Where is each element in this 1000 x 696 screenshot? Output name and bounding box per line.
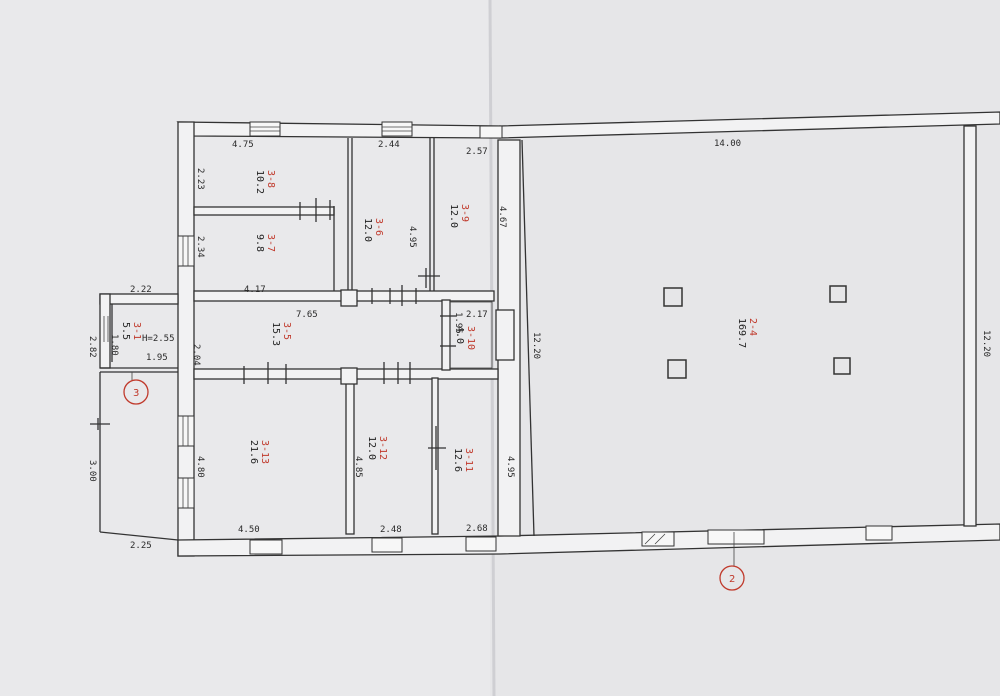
room-3-9: 3-9 12.0 [448,204,470,228]
svg-text:3-1: 3-1 [131,322,142,340]
wall-3-8-3-7 [193,206,335,216]
dim-left-b: 2.34 [195,236,205,258]
room-3-10: 3-10 4.0 [454,326,476,350]
svg-text:3-12: 3-12 [377,436,388,460]
dim-v-4-85: 4.85 [353,456,363,478]
svg-text:12.0: 12.0 [362,218,373,242]
dim-v-1-95: 1.95 [453,312,463,334]
paper-left-half [0,0,490,696]
room-3-8: 3-8 10.2 [254,170,276,194]
svg-text:5.5: 5.5 [120,322,131,340]
dim-mid-c: 2.17 [466,310,488,320]
wall-right [963,125,977,527]
column-1 [340,289,358,307]
dim-v-12-20: 12.20 [531,332,541,359]
svg-text:10.2: 10.2 [254,170,265,194]
axis-marker-left: 3 [123,372,149,405]
room-3-12: 3-12 12.0 [366,436,388,460]
hall-inner-edge [521,139,535,537]
svg-text:3-5: 3-5 [281,322,292,340]
dim-porch-top: 2.22 [130,285,152,295]
left-annex [90,293,179,541]
dim-top-c: 2.57 [466,147,488,157]
column-2 [340,367,358,385]
dim-bot-c: 2.68 [466,524,488,534]
dim-bot-a: 4.50 [238,525,260,535]
svg-text:3-7: 3-7 [265,234,276,252]
dim-left-a: 2.23 [195,168,205,190]
dim-top-a: 4.75 [232,140,254,150]
dim-v-12-20-right: 12.20 [981,330,991,357]
svg-text:21.6: 21.6 [248,440,259,464]
room-3-11: 3-11 12.6 [452,448,474,472]
room-3-10-outline [449,301,493,369]
door-marks [243,198,456,470]
svg-text:3-10: 3-10 [465,326,476,350]
axis-label-left: 3 [133,388,139,399]
wall-3-12-3-11 [431,377,439,535]
axis-label-bottom: 2 [729,574,735,585]
windows [177,121,893,555]
dim-v-3-00: 3.00 [87,460,97,482]
room-2-4: 2-4 169.7 [736,318,758,348]
dim-mid-a: 4.17 [244,285,266,295]
hall-columns [663,285,851,379]
wall-3-10-left [441,299,451,371]
svg-text:3-13: 3-13 [259,440,270,464]
dim-porch-side: 1.80 [109,334,119,356]
wall-3-13-3-12 [345,377,355,535]
dim-bot-d: 2.25 [130,541,152,551]
svg-text:4.0: 4.0 [454,326,465,344]
dim-v-4-95b: 4.95 [505,456,515,478]
room-3-13: 3-13 21.6 [248,440,270,464]
room-3-1: 3-1 5.5 [120,322,142,340]
dimension-labels: 4.75 2.44 2.57 14.00 4.17 7.65 2.17 2.22… [87,139,991,551]
svg-text:2-4: 2-4 [747,318,758,336]
svg-text:9.8: 9.8 [254,234,265,252]
dim-top-b: 2.44 [378,140,400,150]
room-labels: 3-8 10.2 3-7 9.8 3-6 12.0 3-9 12.0 3-5 1… [120,170,758,472]
room-3-7: 3-7 9.8 [254,234,276,252]
dim-bot-b: 2.48 [380,525,402,535]
dim-top-d: 14.00 [714,139,741,149]
axis-marker-bottom: 2 [719,532,745,591]
dim-v-4-95: 4.95 [407,226,417,248]
svg-text:12.6: 12.6 [452,448,463,472]
dim-v-4-67: 4.67 [497,206,507,228]
dim-height-note: H=2.55 [142,334,175,344]
room-3-6: 3-6 12.0 [362,218,384,242]
svg-text:3-6: 3-6 [373,218,384,236]
dim-v-2-04: 2.04 [191,344,201,366]
svg-text:3-9: 3-9 [459,204,470,222]
dim-porch-left: 2.82 [87,336,97,358]
svg-text:15.3: 15.3 [270,322,281,346]
svg-text:169.7: 169.7 [736,318,747,348]
svg-text:12.0: 12.0 [448,204,459,228]
room-3-5: 3-5 15.3 [270,322,292,346]
column-hall-edge [495,309,515,361]
svg-text:3-8: 3-8 [265,170,276,188]
dim-v-4-80: 4.80 [195,456,205,478]
dim-mid-b: 7.65 [296,310,318,320]
svg-text:3-11: 3-11 [463,448,474,472]
svg-text:12.0: 12.0 [366,436,377,460]
dim-porch-bottom: 1.95 [146,353,168,363]
